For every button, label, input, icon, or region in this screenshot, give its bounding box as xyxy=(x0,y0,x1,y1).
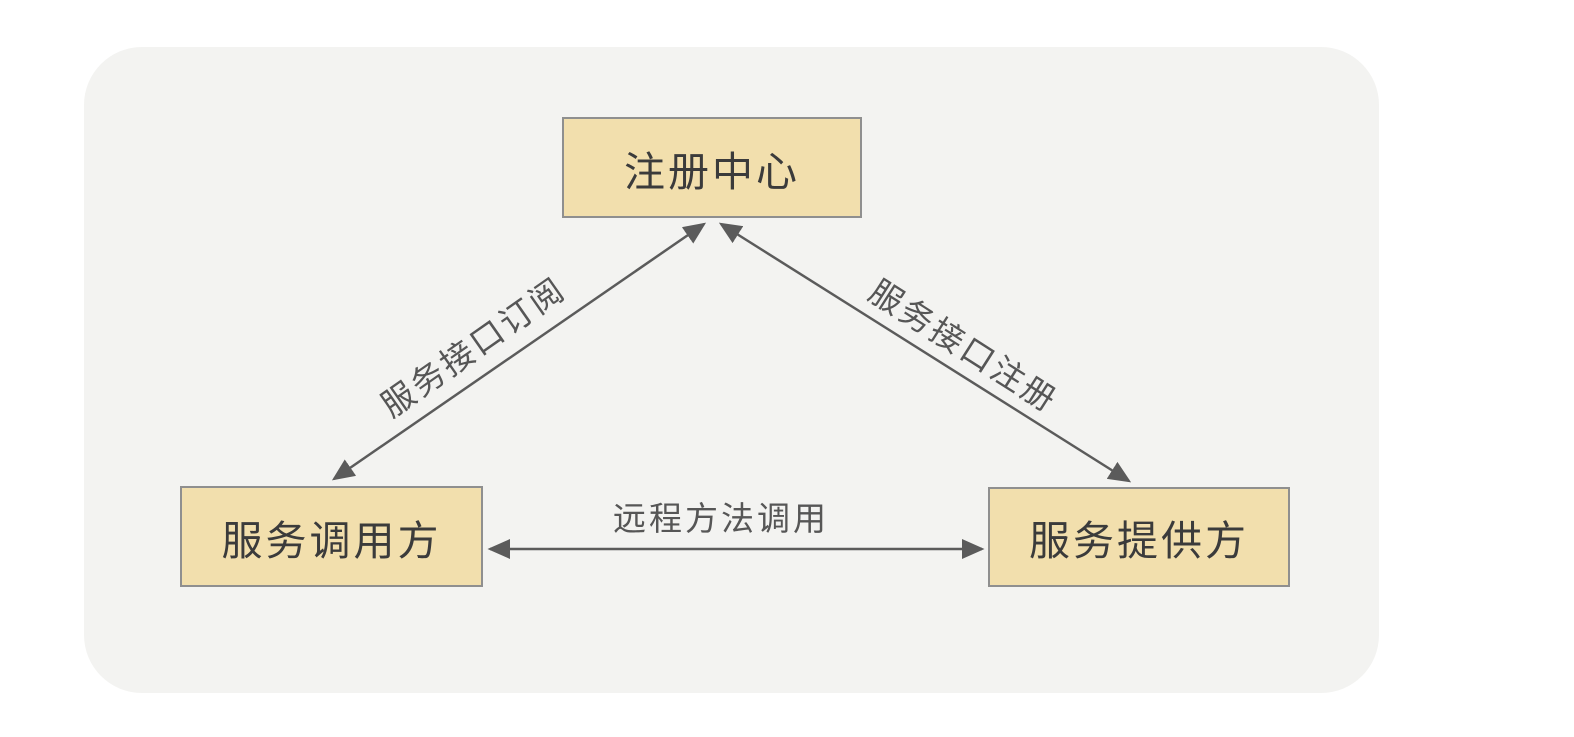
node-service-provider: 服务提供方 xyxy=(988,487,1290,587)
node-registry-center: 注册中心 xyxy=(562,117,862,218)
node-provider-label: 服务提供方 xyxy=(1029,518,1249,564)
node-consumer-label: 服务调用方 xyxy=(221,517,442,564)
node-registry-label: 注册中心 xyxy=(624,148,800,195)
edge-label-invoke: 远程方法调用 xyxy=(613,500,829,537)
node-service-consumer: 服务调用方 xyxy=(180,486,483,587)
